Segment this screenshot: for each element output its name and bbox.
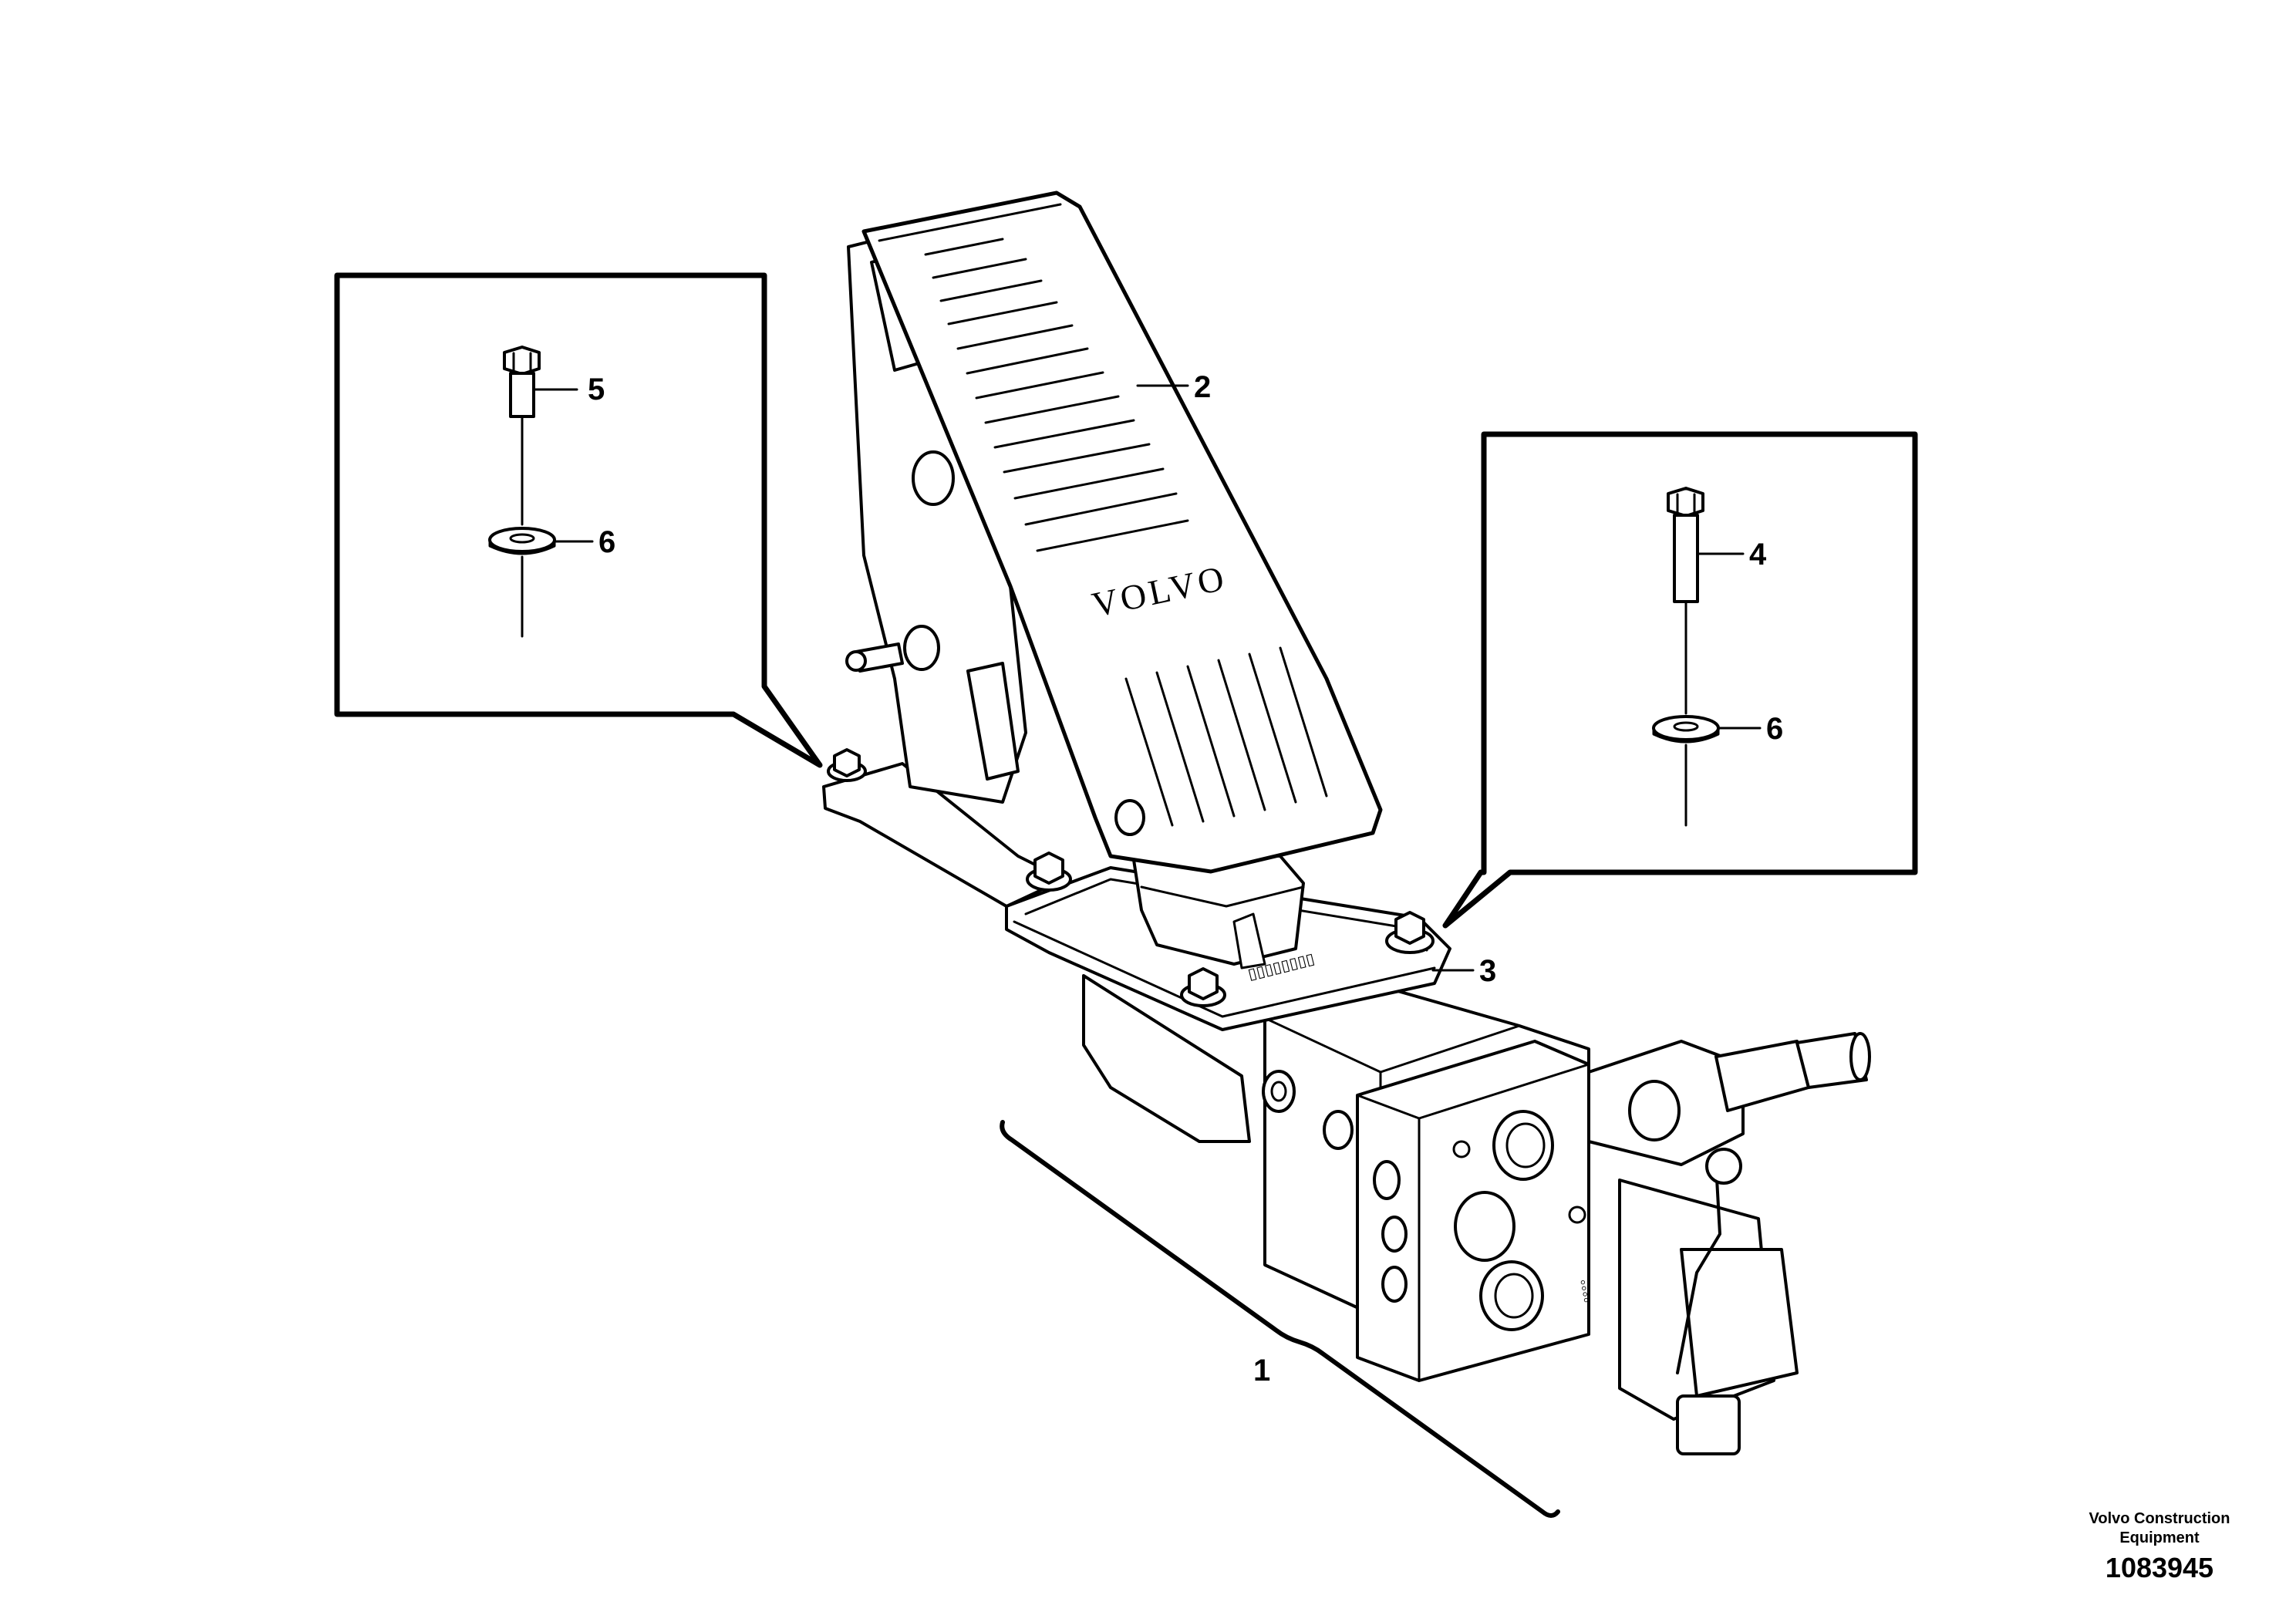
pedal-lower-ribs bbox=[1124, 646, 1328, 827]
callout-2: 2 bbox=[1194, 370, 1211, 404]
company-name-line2: Equipment bbox=[2119, 1529, 2200, 1546]
short-bolt bbox=[503, 346, 541, 526]
valve-body: ◦◦◦◦ bbox=[1082, 974, 1871, 1455]
callout-3: 3 bbox=[1479, 954, 1496, 988]
mount-bolt bbox=[827, 748, 867, 782]
washer-right bbox=[1652, 715, 1720, 827]
assembly-bracket bbox=[1000, 1120, 1560, 1518]
callout-5: 5 bbox=[588, 373, 605, 406]
company-name-line1: Volvo Construction bbox=[2089, 1510, 2230, 1527]
footer: Volvo Construction Equipment 1083945 bbox=[2089, 1510, 2230, 1583]
callout-6-right: 6 bbox=[1766, 712, 1783, 746]
callout-6-left: 6 bbox=[598, 525, 615, 559]
long-bolt bbox=[1667, 487, 1704, 715]
washer-left bbox=[488, 527, 556, 638]
mount-bolt bbox=[1180, 967, 1226, 1007]
callout-1: 1 bbox=[1253, 1354, 1270, 1388]
detail-box-left bbox=[334, 272, 823, 768]
base-plate: ▯▯▯▯▯▯▯▯ bbox=[822, 748, 1475, 1031]
detail-box-right bbox=[1442, 431, 1918, 929]
mount-bolt bbox=[1385, 911, 1435, 954]
pedal-grip-slots bbox=[924, 238, 1189, 552]
mount-bolt bbox=[1026, 851, 1072, 892]
callout-4: 4 bbox=[1749, 538, 1767, 572]
drawing-number: 1083945 bbox=[2106, 1552, 2213, 1583]
pedal: VOLVO bbox=[845, 191, 1383, 874]
block-marking: ◦◦◦◦ bbox=[1573, 1278, 1596, 1305]
